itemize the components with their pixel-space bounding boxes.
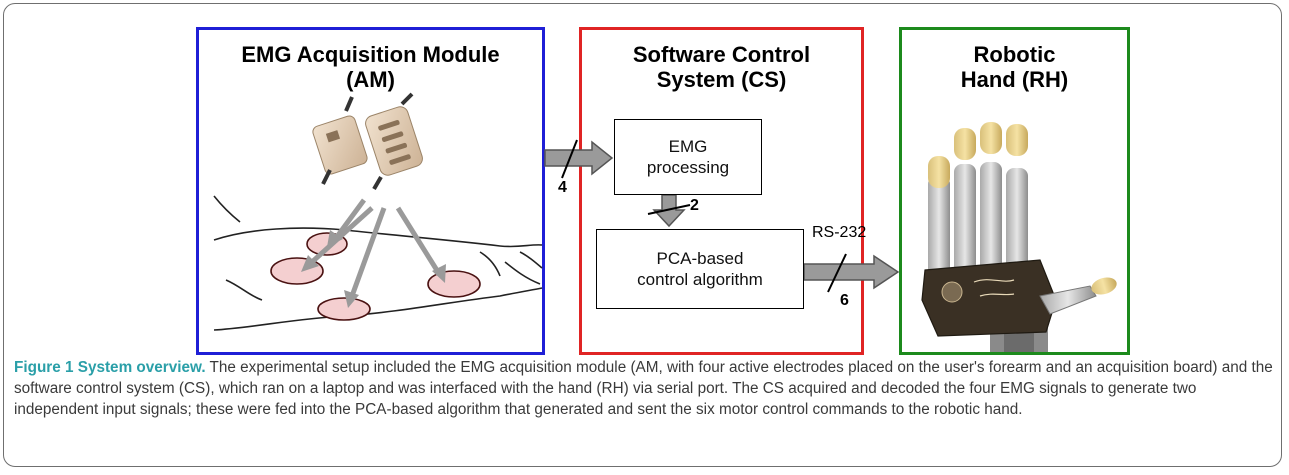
emg-electrode-icon: [365, 92, 423, 191]
forearm-illustration: [213, 195, 543, 331]
emg-processing-box: EMG processing: [614, 119, 762, 195]
am-to-cs-arrow: [544, 139, 614, 179]
robotic-hand-panel: Robotic Hand (RH): [899, 27, 1130, 355]
emg-processing-line2: processing: [646, 158, 730, 177]
pca-control-box: PCA-based control algorithm: [596, 229, 804, 309]
robotic-hand-photo: [921, 122, 1117, 352]
pca-control-line1: PCA-based: [656, 249, 744, 268]
acquisition-module-panel: EMG Acquisition Module (AM): [196, 27, 545, 355]
caption-text: The experimental setup included the EMG …: [14, 359, 1273, 418]
emg-electrode-icon: [312, 96, 368, 185]
figure-frame: [3, 3, 1282, 467]
cs-title-line2: System (CS): [656, 67, 787, 92]
emg-to-pca-count: 2: [690, 197, 699, 214]
pca-control-line2: control algorithm: [637, 270, 763, 289]
electrode-sites: [270, 232, 481, 321]
software-control-panel: Software Control System (CS): [579, 27, 864, 355]
cs-to-rh-protocol: RS-232: [812, 224, 867, 241]
emg-processing-line1: EMG: [668, 137, 708, 156]
cs-to-rh-count: 6: [840, 292, 849, 309]
rh-title-line1: Robotic: [973, 42, 1056, 67]
emg-to-pca-arrow: [647, 194, 691, 228]
rh-title-line2: Hand (RH): [960, 67, 1069, 92]
am-title-line1: EMG Acquisition Module: [241, 42, 500, 67]
am-to-cs-count: 4: [558, 179, 567, 196]
cs-title-line1: Software Control: [632, 42, 811, 67]
caption-label: Figure 1 System overview.: [14, 359, 206, 376]
am-title-line2: (AM): [346, 67, 395, 92]
figure-caption: Figure 1 System overview. The experiment…: [14, 357, 1276, 420]
cs-to-rh-arrow: [803, 253, 900, 293]
electrode-arrows: [301, 198, 446, 308]
